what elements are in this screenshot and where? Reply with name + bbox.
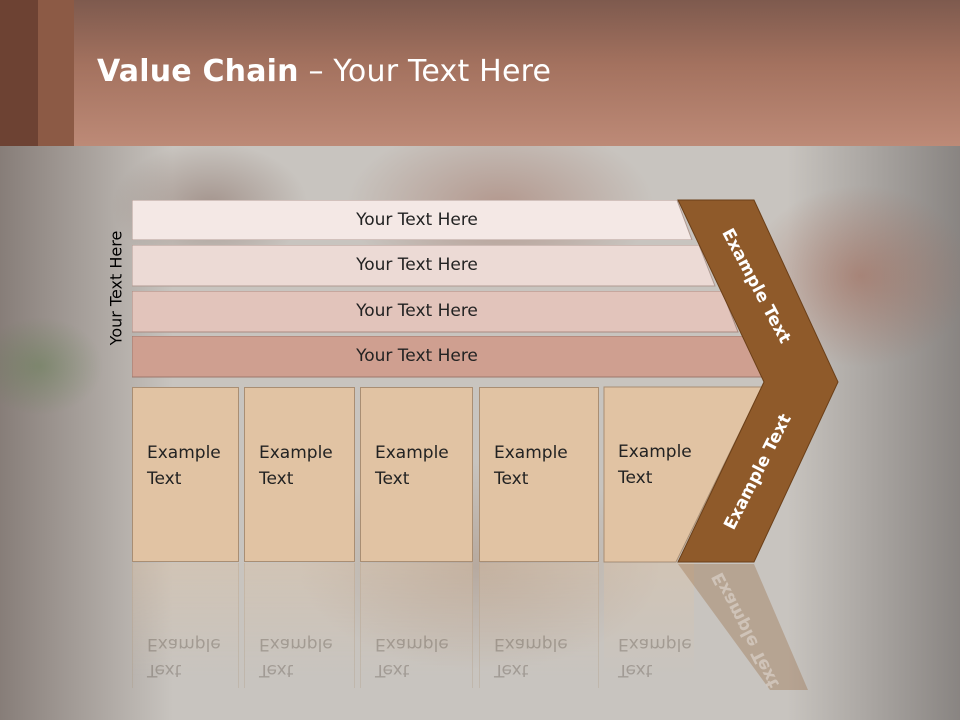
box-text: Text [494, 469, 529, 489]
band-label: Your Text Here [356, 301, 478, 321]
box-text: Example [259, 443, 333, 463]
slide-title: Value Chain – Your Text Here [97, 54, 551, 89]
box-text: Text [618, 468, 653, 488]
title-bold: Value Chain [97, 54, 299, 89]
activity-box-2[interactable]: Example Text [244, 387, 355, 562]
box-text: Text [259, 469, 294, 489]
band-label: Your Text Here [356, 255, 478, 275]
box-text: Text [375, 469, 410, 489]
box-text: Example [375, 443, 449, 463]
band-label: Your Text Here [356, 210, 478, 230]
activity-box-3[interactable]: Example Text [360, 387, 473, 562]
band-label: Your Text Here [356, 346, 478, 366]
box-text: Example [494, 443, 568, 463]
activity-box-5[interactable]: Example Text [604, 387, 694, 562]
box-text: Example [618, 442, 692, 462]
activity-box-1[interactable]: Example Text [132, 387, 239, 562]
box-text: Text [147, 469, 182, 489]
activity-box-4[interactable]: Example Text [479, 387, 599, 562]
title-bar: Value Chain – Your Text Here [0, 0, 960, 146]
accent-stripe [38, 0, 74, 146]
accent-stripe [0, 0, 38, 146]
box-text: Example [147, 443, 221, 463]
title-rest: – Your Text Here [298, 54, 552, 89]
